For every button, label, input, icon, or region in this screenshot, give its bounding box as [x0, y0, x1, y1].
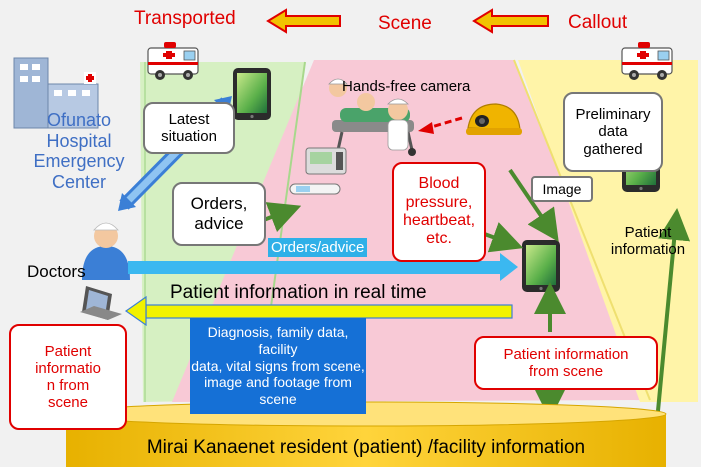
realtime-arrow	[124, 295, 513, 327]
flow-arrow-scene-to-transported	[266, 8, 341, 34]
camera-helmet-icon	[466, 103, 522, 135]
orders-advice-arrow	[128, 253, 518, 281]
camera-arrow	[427, 116, 463, 130]
thermometer-icon	[289, 183, 341, 195]
blood-pressure-monitor-icon	[305, 147, 347, 175]
database-label: Mirai Kanaenet resident (patient) /facil…	[146, 437, 586, 458]
patient-information-label: Patient information	[610, 224, 686, 259]
realtime-label: Patient information in real time	[170, 282, 427, 303]
doctors-label: Doctors	[27, 262, 86, 281]
laptop-icon	[80, 286, 122, 320]
image-box: Image	[531, 176, 593, 202]
patient-info-scene-left-box: Patient informatio n from scene	[9, 324, 127, 430]
vitals-box: Blood pressure, heartbeat, etc.	[392, 162, 486, 262]
flow-label-scene: Scene	[378, 13, 432, 34]
orders-advice-box: Orders, advice	[172, 182, 266, 246]
diagnosis-box: Diagnosis, family data, facility data, v…	[190, 318, 366, 414]
tablet-icon-scene	[522, 240, 560, 292]
doctor-icon	[82, 222, 130, 280]
hospital-building-icon	[13, 57, 99, 129]
flow-arrow-callout-to-scene	[472, 8, 549, 34]
hospital-label: Ofunato Hospital Emergency Center	[33, 110, 125, 193]
ambulance-icon-transported	[147, 41, 199, 81]
ambulance-icon-callout	[621, 41, 673, 81]
latest-situation-box: Latest situation	[143, 102, 235, 154]
hands-free-camera-label: Hands-free camera	[342, 78, 471, 95]
flow-label-transported: Transported	[134, 8, 236, 29]
tablet-icon-transported	[233, 68, 271, 120]
patient-info-scene-right-box: Patient information from scene	[474, 336, 658, 390]
flow-label-callout: Callout	[568, 12, 628, 33]
orders-advice-bar-label: Orders/advice	[268, 238, 368, 258]
paramedic-icon	[328, 78, 409, 151]
preliminary-data-box: Preliminary data gathered	[563, 92, 663, 172]
